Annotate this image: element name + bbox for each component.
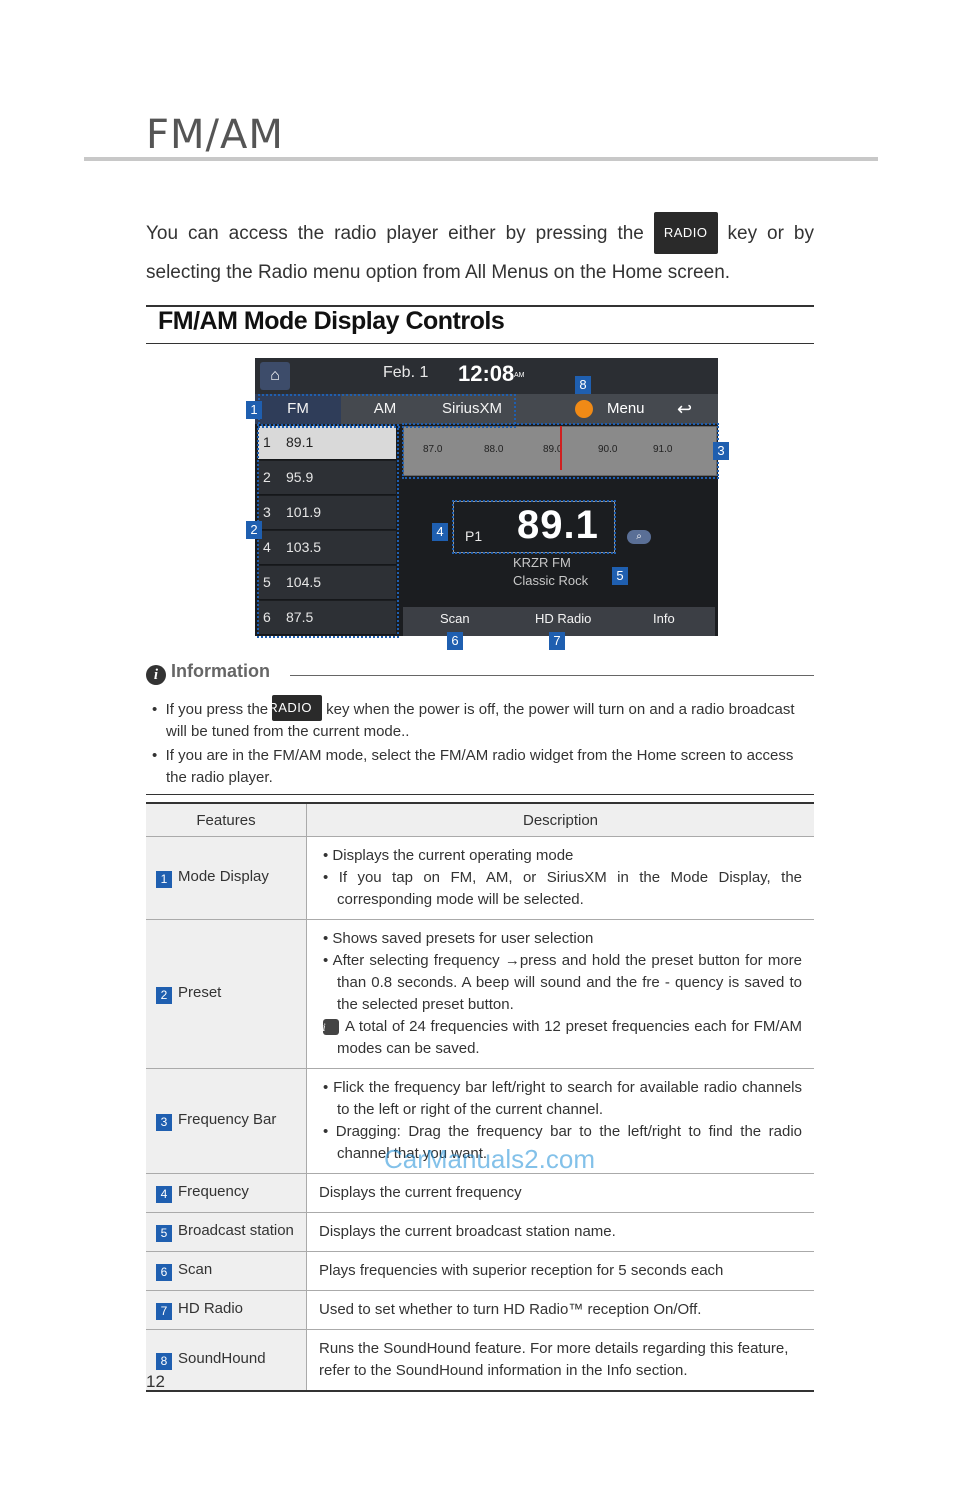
callout-4: 4 <box>432 523 448 541</box>
tab-fm[interactable]: FM <box>255 394 341 424</box>
callout-3: 3 <box>713 442 729 460</box>
tick-label: 88.0 <box>484 444 504 455</box>
bottom-bar <box>403 607 715 636</box>
callout-2: 2 <box>246 521 262 539</box>
feature-description: Runs the SoundHound feature. For more de… <box>306 1329 814 1392</box>
table-row: 5 Broadcast station Displays the current … <box>146 1212 814 1252</box>
feature-name: Preset <box>178 984 222 1001</box>
table-header: Features Description <box>146 802 814 837</box>
date-display: Feb. 1 <box>383 364 429 381</box>
feature-name: Broadcast station <box>178 1222 294 1239</box>
information-bullet: • If you press the RADIO key when the po… <box>146 695 814 743</box>
feature-name: Mode Display <box>178 868 269 885</box>
watermark: CarManuals2.com <box>384 1144 595 1174</box>
section-header-frame <box>146 305 814 344</box>
number-badge: 5 <box>156 1225 172 1242</box>
feature-name: Scan <box>178 1261 213 1278</box>
callout-7: 7 <box>549 632 565 650</box>
hd-radio-button[interactable]: HD Radio <box>535 611 592 626</box>
tab-siriusxm[interactable]: SiriusXM <box>441 400 502 417</box>
intro-paragraph: You can access the radio player either b… <box>146 212 814 292</box>
feature-name: SoundHound <box>178 1350 266 1367</box>
status-bar <box>255 358 718 394</box>
number-badge: 3 <box>156 1114 172 1131</box>
scan-button[interactable]: Scan <box>440 611 470 626</box>
feature-description: Plays frequencies with superior receptio… <box>306 1251 814 1291</box>
feature-name: Frequency Bar <box>178 1111 277 1128</box>
feature-description: Displays the current broadcast station n… <box>306 1212 814 1252</box>
number-badge: 1 <box>156 871 172 888</box>
preset-highlight <box>257 424 399 638</box>
info-icon: i <box>146 665 166 685</box>
callout-1: 1 <box>246 401 262 419</box>
table-row: 7 HD Radio Used to set whether to turn HD… <box>146 1290 814 1330</box>
frequency-highlight <box>452 500 616 554</box>
clock-display: 12:08 <box>458 361 515 386</box>
preset-indicator: P1 <box>465 528 483 544</box>
info-button[interactable]: Info <box>653 611 675 626</box>
feature-name: HD Radio <box>178 1300 244 1317</box>
number-badge: 4 <box>156 1186 172 1203</box>
information-bullets: • If you press the RADIO key when the po… <box>146 695 814 791</box>
feature-name: Frequency <box>178 1183 249 1200</box>
radio-key-badge: RADIO <box>268 695 322 721</box>
table-row: 8 SoundHound Runs the SoundHound feature.… <box>146 1329 814 1392</box>
intro-text-after: key or by selecting the Radio menu optio… <box>146 223 815 283</box>
tick-label: 91.0 <box>653 444 673 455</box>
information-heading: i Information <box>146 661 270 685</box>
radio-screen: ⌂ Feb. 1 12:08 AM FM AM SiriusXM Menu ↩ … <box>255 358 718 636</box>
feature-description: Used to set whether to turn HD Radio™ re… <box>306 1290 814 1330</box>
table-row: 4 Frequency Displays the current frequenc… <box>146 1173 814 1213</box>
tuning-needle <box>560 426 562 470</box>
home-icon[interactable]: ⌂ <box>260 362 290 390</box>
callout-8: 8 <box>575 376 591 394</box>
information-rule <box>290 675 814 676</box>
callout-5: 5 <box>612 567 628 585</box>
callout-6: 6 <box>447 632 463 650</box>
station-name: KRZR FM <box>513 555 571 570</box>
tab-am[interactable]: AM <box>373 400 397 417</box>
frequency-display: 89.1 <box>517 503 599 547</box>
tick-label: 89.0 <box>543 444 563 455</box>
information-title: Information <box>171 661 271 681</box>
frequency-bar-highlight <box>402 423 719 479</box>
menu-button[interactable]: Menu <box>607 400 645 417</box>
title-divider <box>84 157 878 161</box>
soundhound-icon[interactable] <box>575 400 593 418</box>
description-header: Description <box>306 802 814 837</box>
features-header: Features <box>146 802 307 837</box>
number-badge: 6 <box>156 1264 172 1281</box>
station-genre: Classic Rock <box>513 573 589 588</box>
search-icon[interactable]: ⌕ <box>627 530 651 544</box>
page-title: FM/AM <box>146 112 284 158</box>
section-title: FM/AM Mode Display Controls <box>158 307 505 335</box>
tick-label: 90.0 <box>598 444 618 455</box>
page-number: 12 <box>146 1372 165 1391</box>
number-badge: 7 <box>156 1303 172 1320</box>
information-end-rule <box>146 794 814 795</box>
intro-text-before: You can access the radio player either b… <box>146 223 644 244</box>
radio-key-badge: RADIO <box>653 212 718 254</box>
ampm-display: AM <box>514 372 525 379</box>
information-bullet: • If you are in the FM/AM mode, select t… <box>152 747 794 786</box>
table-row: 6 Scan Plays frequencies with superior re… <box>146 1251 814 1291</box>
tick-label: 87.0 <box>423 444 443 455</box>
feature-description: Displays the current frequency <box>306 1173 814 1213</box>
note-icon: i <box>322 1019 339 1035</box>
number-badge: 8 <box>156 1353 172 1370</box>
number-badge: 2 <box>156 987 172 1004</box>
back-icon[interactable]: ↩ <box>677 399 693 419</box>
